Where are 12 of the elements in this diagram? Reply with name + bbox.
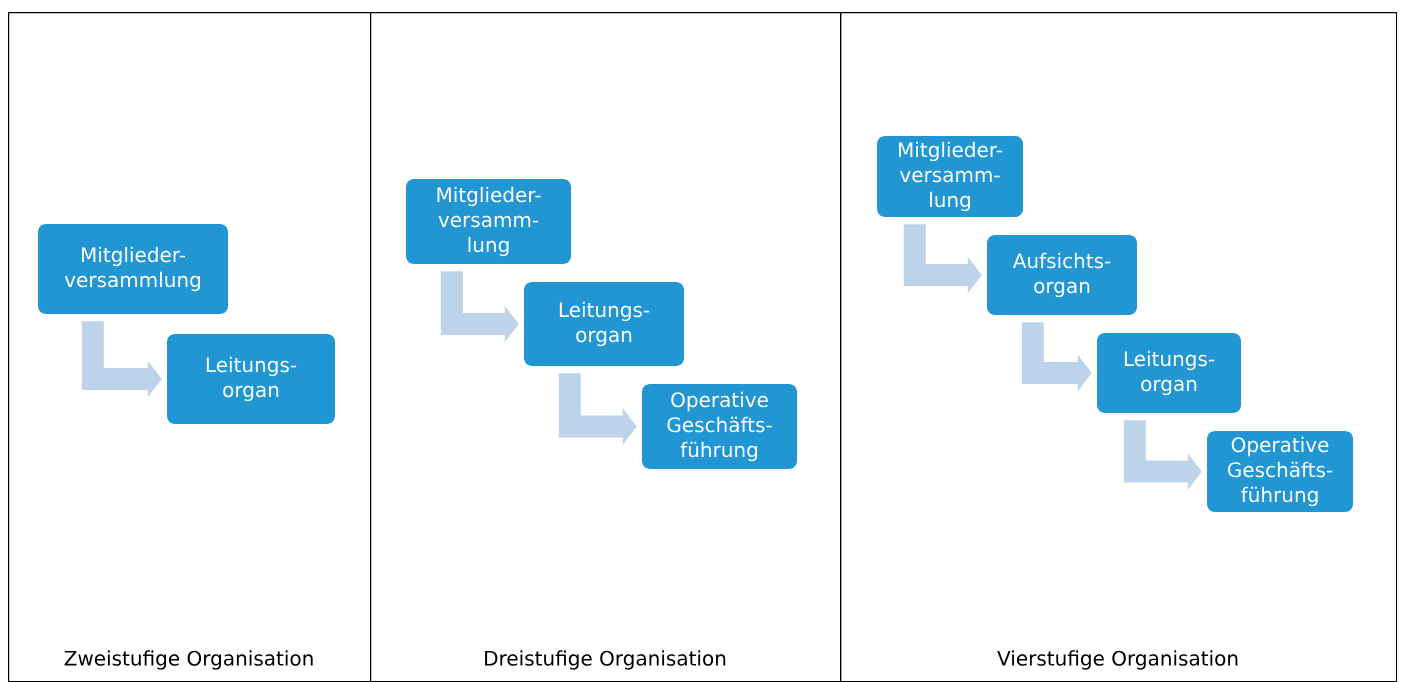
process-box: Leitungs- organ	[1097, 333, 1241, 413]
process-box: Mitglieder- versamm- lung	[877, 136, 1023, 217]
process-box: Leitungs- organ	[167, 334, 335, 424]
process-box: Operative Geschäfts- führung	[642, 384, 797, 469]
panel-caption: Zweistufige Organisation	[64, 650, 313, 670]
panel-caption: Vierstufige Organisation	[997, 650, 1238, 670]
process-box: Operative Geschäfts- führung	[1207, 431, 1353, 512]
process-box: Mitglieder- versamm- lung	[406, 179, 571, 264]
process-box: Aufsichts- organ	[987, 235, 1137, 315]
process-box: Leitungs- organ	[524, 282, 684, 366]
panel-caption: Dreistufige Organisation	[485, 650, 726, 670]
process-box: Mitglieder- versammlung	[38, 224, 228, 314]
